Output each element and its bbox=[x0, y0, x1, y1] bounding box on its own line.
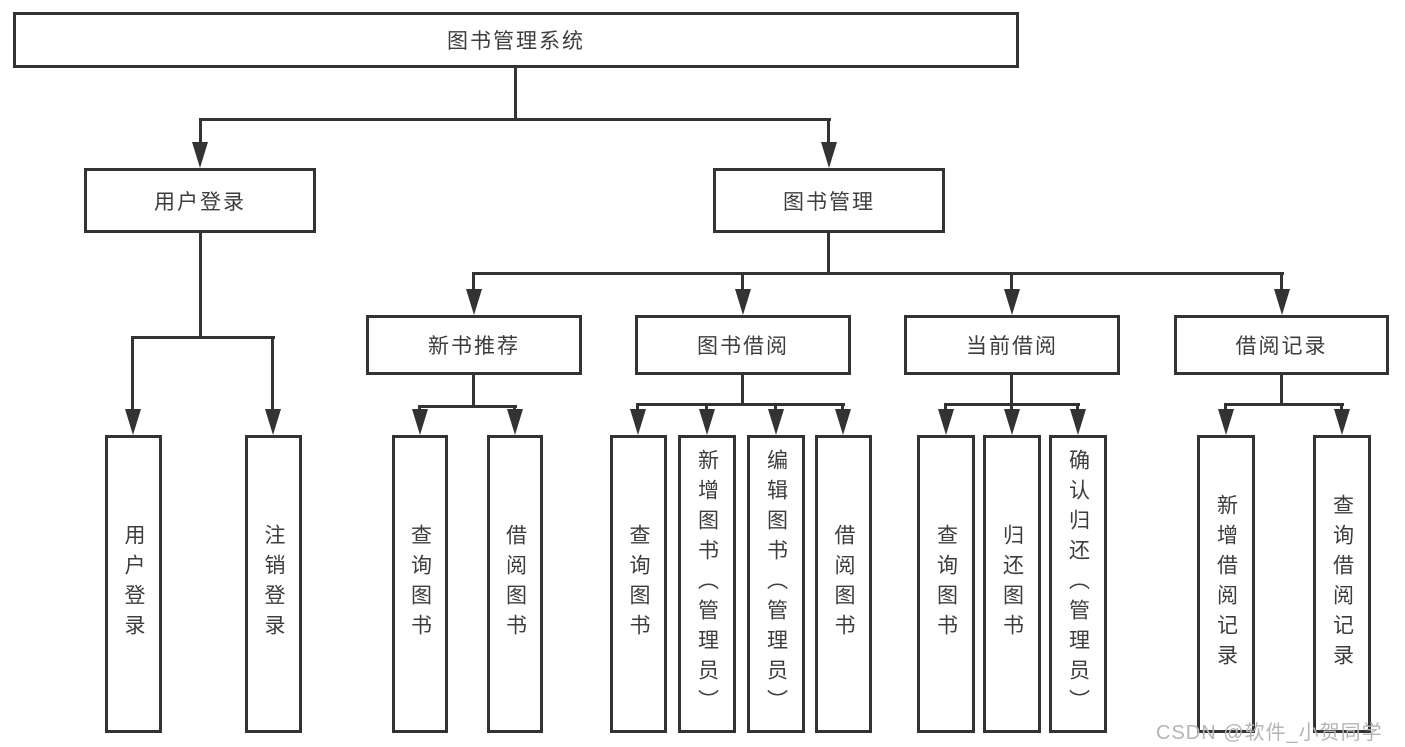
arrow-book-mgmt bbox=[821, 142, 837, 168]
arrow-newbook-leaf2 bbox=[507, 409, 523, 435]
leaf-query-books-borrow: 查询图书 bbox=[610, 435, 667, 733]
connector-current-leaf3-stem bbox=[1076, 403, 1079, 413]
node-label: 图书管理 bbox=[783, 190, 875, 214]
leaf-query-books-recommend: 查询图书 bbox=[392, 435, 448, 733]
node-book-borrowing: 图书借阅 bbox=[635, 315, 851, 375]
connector-borrow-leaf4-stem bbox=[841, 403, 844, 413]
arrow-current-leaf3 bbox=[1070, 409, 1086, 435]
node-label: 借阅图书 bbox=[832, 524, 856, 644]
connector-newbook-group-stem bbox=[472, 375, 475, 405]
connector-records-group-hline bbox=[1224, 403, 1344, 406]
leaf-user-login: 用户登录 bbox=[105, 435, 162, 733]
node-label: 查询图书 bbox=[934, 524, 958, 644]
node-book-management: 图书管理 bbox=[713, 168, 945, 233]
node-label: 图书管理系统 bbox=[447, 30, 585, 53]
connector-current-leaf1-stem bbox=[944, 403, 947, 413]
node-label: 查询图书 bbox=[627, 524, 651, 644]
node-label: 新增图书（管理员） bbox=[695, 449, 719, 719]
node-library-system-root: 图书管理系统 bbox=[13, 12, 1019, 68]
connector-login-group-hline bbox=[131, 336, 275, 339]
leaf-logout: 注销登录 bbox=[245, 435, 302, 733]
node-label: 查询借阅记录 bbox=[1330, 494, 1354, 674]
arrow-borrow-leaf3 bbox=[768, 409, 784, 435]
arrow-leaf-logout bbox=[265, 409, 281, 435]
arrow-newbook bbox=[466, 289, 482, 315]
node-label: 借阅记录 bbox=[1235, 335, 1328, 358]
connector-borrow-leaf2-stem bbox=[705, 403, 708, 413]
connector-root-stem bbox=[514, 68, 517, 118]
connector-leaf-logout-stem bbox=[271, 336, 274, 412]
connector-borrow-group-stem bbox=[741, 375, 744, 403]
node-label: 当前借阅 bbox=[966, 335, 1058, 358]
connector-borrow-leaf1-stem bbox=[636, 403, 639, 413]
arrow-records bbox=[1274, 289, 1290, 315]
node-label: 用户登录 bbox=[154, 190, 246, 214]
node-label: 查询图书 bbox=[408, 524, 432, 644]
node-user-login: 用户登录 bbox=[84, 168, 316, 233]
connector-records-leaf2-stem bbox=[1340, 403, 1343, 413]
leaf-confirm-return-admin: 确认归还（管理员） bbox=[1049, 435, 1107, 733]
arrow-borrow-leaf4 bbox=[835, 409, 851, 435]
connector-login-group-stem bbox=[199, 233, 202, 336]
connector-borrow-group-hline bbox=[636, 403, 845, 406]
arrow-records-leaf2 bbox=[1334, 409, 1350, 435]
leaf-query-books-current: 查询图书 bbox=[917, 435, 975, 733]
arrow-current-leaf1 bbox=[938, 409, 954, 435]
arrow-records-leaf1 bbox=[1218, 409, 1234, 435]
arrow-current bbox=[1004, 289, 1020, 315]
node-borrowing-records: 借阅记录 bbox=[1174, 315, 1389, 375]
node-label: 图书借阅 bbox=[697, 335, 789, 358]
leaf-add-books-admin: 新增图书（管理员） bbox=[678, 435, 736, 733]
csdn-watermark: CSDN @软件_小贺同学 bbox=[1156, 722, 1383, 744]
connector-level3-hline bbox=[472, 272, 1284, 275]
node-label: 归还图书 bbox=[1000, 524, 1024, 644]
leaf-borrow-books: 借阅图书 bbox=[815, 435, 872, 733]
arrow-leaf-login bbox=[125, 409, 141, 435]
arrow-user-login bbox=[192, 142, 208, 168]
node-label: 确认归还（管理员） bbox=[1066, 449, 1090, 719]
node-new-book-recommend: 新书推荐 bbox=[366, 315, 582, 375]
connector-newbook-group-hline bbox=[418, 405, 517, 408]
connector-user-login-stem bbox=[199, 118, 202, 146]
leaf-borrow-books-recommend: 借阅图书 bbox=[487, 435, 543, 733]
node-label: 注销登录 bbox=[262, 524, 286, 644]
arrow-borrow bbox=[735, 289, 751, 315]
arrow-current-leaf2 bbox=[1004, 409, 1020, 435]
connector-level2-hline bbox=[199, 118, 831, 121]
node-current-borrowing: 当前借阅 bbox=[904, 315, 1120, 375]
connector-borrow-stem bbox=[741, 272, 744, 292]
leaf-add-borrow-record: 新增借阅记录 bbox=[1197, 435, 1255, 733]
node-label: 借阅图书 bbox=[503, 524, 527, 644]
connector-records-leaf1-stem bbox=[1224, 403, 1227, 413]
connector-book-mgmt-stem bbox=[827, 118, 830, 146]
connector-leaf-login-stem bbox=[131, 336, 134, 412]
connector-current-leaf2-stem bbox=[1010, 403, 1013, 413]
connector-mgmt-group-stem bbox=[827, 233, 830, 272]
arrow-borrow-leaf1 bbox=[630, 409, 646, 435]
node-label: 用户登录 bbox=[122, 524, 146, 644]
connector-records-stem bbox=[1280, 272, 1283, 292]
node-label: 新增借阅记录 bbox=[1214, 494, 1238, 674]
node-label: 编辑图书（管理员） bbox=[764, 449, 788, 719]
connector-records-group-stem bbox=[1280, 375, 1283, 403]
leaf-return-books: 归还图书 bbox=[983, 435, 1041, 733]
leaf-edit-books-admin: 编辑图书（管理员） bbox=[747, 435, 805, 733]
connector-newbook-stem bbox=[472, 272, 475, 292]
arrow-newbook-leaf1 bbox=[412, 409, 428, 435]
connector-borrow-leaf3-stem bbox=[774, 403, 777, 413]
connector-current-stem bbox=[1010, 272, 1013, 292]
connector-current-group-stem bbox=[1010, 375, 1013, 403]
arrow-borrow-leaf2 bbox=[699, 409, 715, 435]
leaf-query-borrow-record: 查询借阅记录 bbox=[1313, 435, 1371, 733]
node-label: 新书推荐 bbox=[428, 335, 520, 358]
